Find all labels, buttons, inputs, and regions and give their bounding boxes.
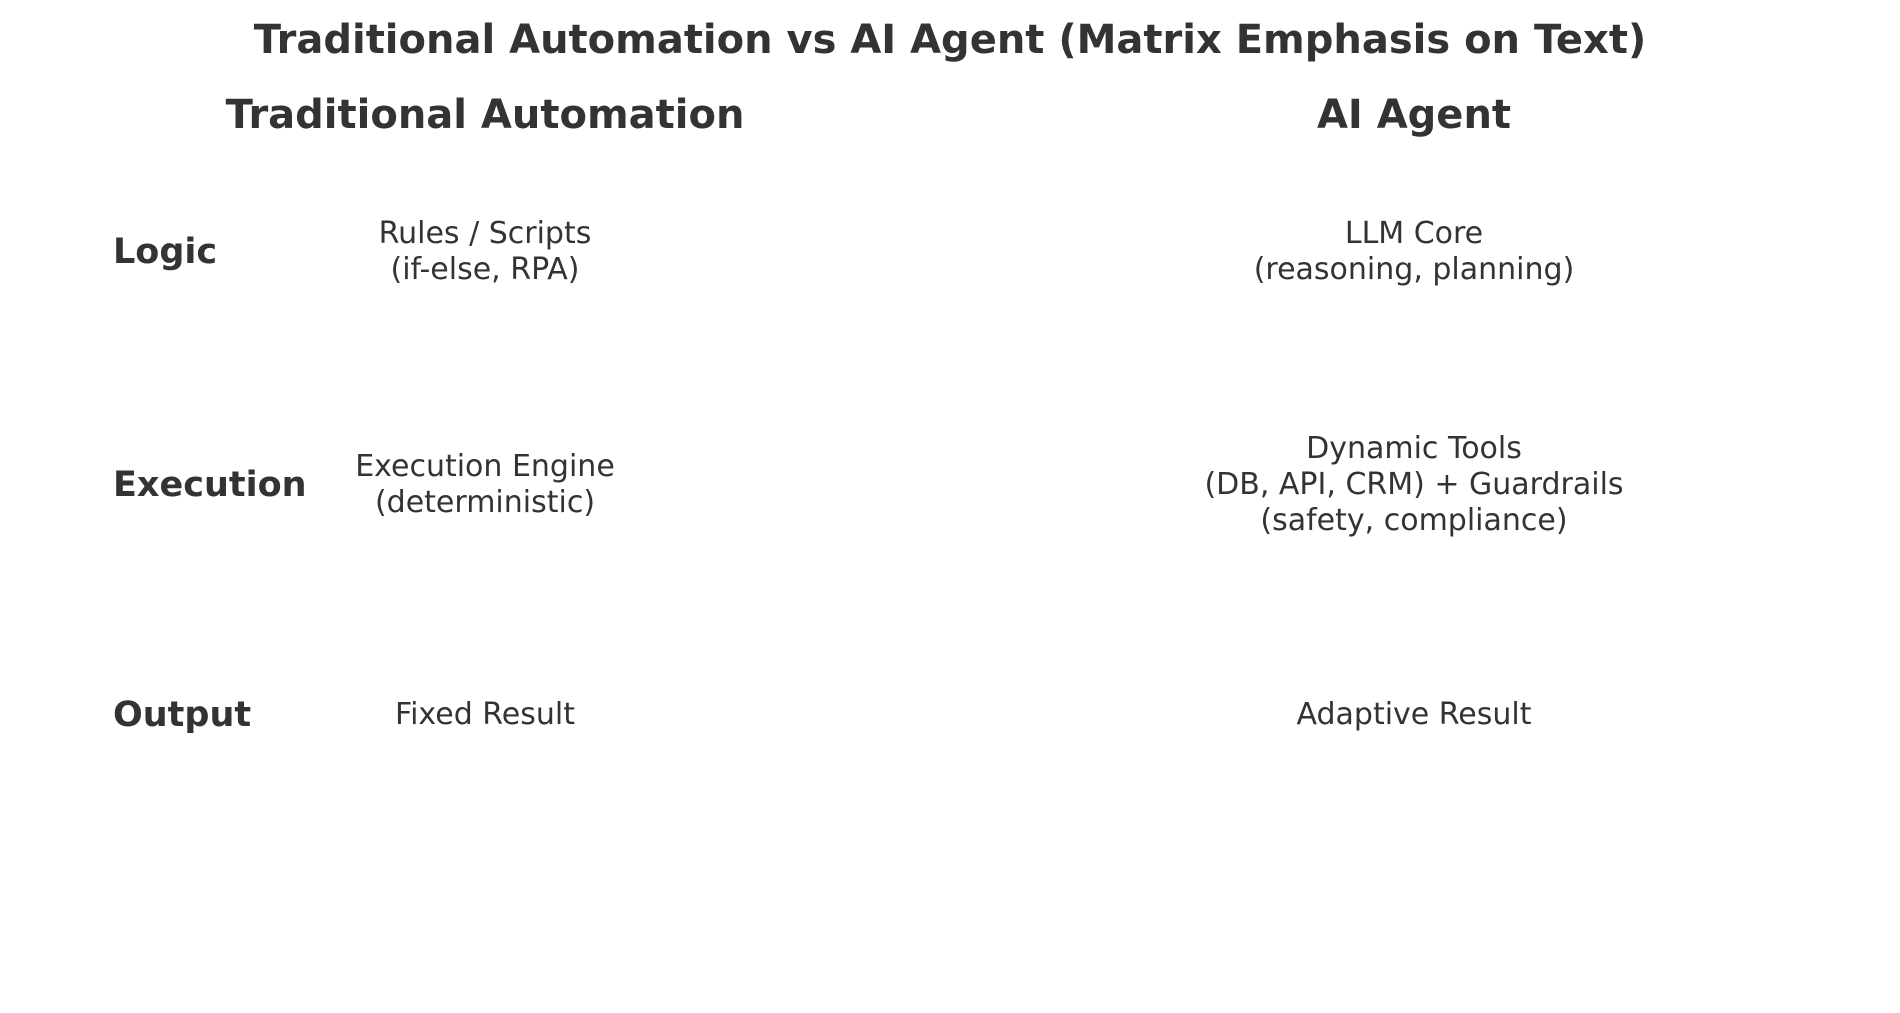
cell-text-line: Adaptive Result (1296, 697, 1532, 732)
cell-output-traditional: Fixed Result (395, 697, 575, 733)
cell-text-line: (if-else, RPA) (390, 252, 580, 287)
column-header-traditional-automation: Traditional Automation (225, 92, 745, 138)
figure-title: Traditional Automation vs AI Agent (Matr… (253, 17, 1647, 63)
cell-logic-ai-agent: LLM Core (reasoning, planning) (1254, 216, 1575, 288)
cell-logic-traditional: Rules / Scripts (if-else, RPA) (379, 216, 592, 288)
cell-text-line: Rules / Scripts (378, 216, 592, 251)
cell-text-line: (deterministic) (374, 485, 596, 520)
row-label-execution: Execution (113, 465, 307, 505)
cell-text-line: Execution Engine (355, 449, 615, 484)
row-label-output: Output (113, 695, 252, 735)
cell-text-line: (safety, compliance) (1260, 503, 1568, 538)
column-header-ai-agent: AI Agent (1316, 92, 1512, 138)
cell-text-line: Dynamic Tools (1306, 431, 1522, 466)
cell-text-line: Fixed Result (395, 697, 575, 732)
cell-text-line: (DB, API, CRM) + Guardrails (1204, 467, 1624, 502)
cell-output-ai-agent: Adaptive Result (1296, 697, 1531, 733)
cell-text-line: LLM Core (1344, 216, 1484, 251)
cell-text-line: (reasoning, planning) (1253, 252, 1575, 287)
row-label-logic: Logic (113, 232, 218, 272)
cell-execution-ai-agent: Dynamic Tools (DB, API, CRM) + Guardrail… (1204, 431, 1623, 539)
cell-execution-traditional: Execution Engine (deterministic) (355, 449, 615, 521)
